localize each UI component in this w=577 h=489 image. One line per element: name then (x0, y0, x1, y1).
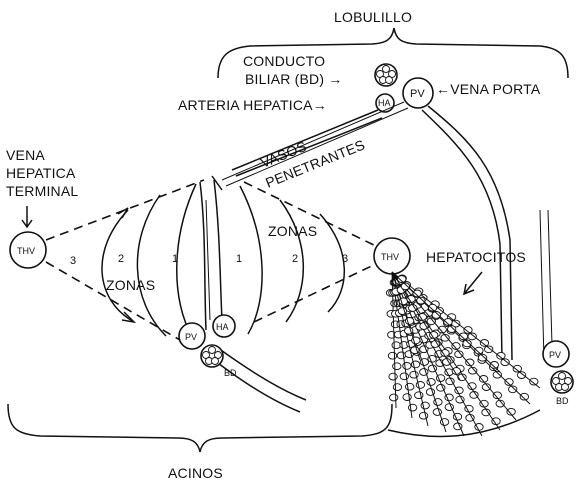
zonas-left-label: ZONAS (106, 277, 155, 293)
zone-left-3: 3 (70, 255, 76, 267)
zone-right-1: 1 (236, 253, 242, 265)
bd-bottom-right-label: BD (556, 396, 569, 406)
plate-base-line (388, 410, 540, 437)
hepatocyte-cell (389, 373, 397, 380)
portal-vein-top: PV (403, 78, 433, 108)
hepatocyte-cell (468, 333, 476, 340)
hepatocyte-cell (403, 394, 411, 401)
bile-duct-middle (201, 345, 223, 367)
svg-text:THV: THV (381, 252, 399, 262)
hepatocyte-cell (400, 373, 408, 380)
acinos-label: ACINOS (168, 465, 223, 481)
hepatocyte-cell (497, 352, 505, 359)
vena-hepatica-line1: VENA (6, 147, 45, 163)
hepatocyte-cell (403, 363, 411, 370)
left-zone-arc-inner (177, 184, 196, 336)
conducto-label-line2: BILIAR (BD) → (245, 71, 343, 87)
zone-left-1: 1 (172, 253, 178, 265)
hepatocyte-cell (390, 394, 398, 401)
bile-duct-bottom-right (551, 371, 573, 393)
vena-hepatica-line3: TERMINAL (6, 183, 78, 199)
hepatocitos-label: HEPATOCITOS (426, 249, 526, 265)
hepatocyte-cell (388, 352, 396, 359)
hepatocyte-cell (393, 384, 401, 391)
zone-left-2: 2 (118, 253, 124, 265)
hepatocyte-cell (501, 359, 509, 366)
vessels-right-descending (422, 106, 552, 360)
vena-hepatica-line2: HEPATICA (6, 165, 76, 181)
acinos-brace (8, 404, 392, 452)
hepatocitos-arrow (464, 272, 482, 294)
portal-vein-bottom-right: PV (543, 341, 569, 367)
zone-right-3: 3 (342, 253, 348, 265)
arteria-label: ARTERIA HEPATICA→ (178, 97, 327, 113)
svg-text:PV: PV (410, 88, 425, 100)
svg-text:HA: HA (216, 322, 229, 332)
svg-text:PV: PV (549, 350, 561, 360)
hepatocyte-cell (397, 352, 405, 359)
right-acinus-outline (244, 182, 380, 322)
svg-text:PV: PV (185, 332, 197, 342)
hepatocyte-cell (517, 372, 525, 379)
conducto-label-line1: CONDUCTO (243, 53, 325, 69)
hepatic-artery-top: HA (376, 94, 394, 112)
hepatocyte-cell (530, 378, 538, 385)
hepatocyte-cell (513, 365, 521, 372)
bd-middle-label: BD (224, 368, 237, 378)
vena-porta-label: ←VENA PORTA (436, 81, 541, 97)
svg-text:THV: THV (17, 246, 35, 256)
terminal-hepatic-vein-right: THV (374, 238, 410, 274)
zonas-right-label: ZONAS (268, 223, 317, 239)
penetrating-vessels (212, 102, 408, 190)
hepatocyte-cell (464, 327, 472, 334)
zone-right-2: 2 (292, 253, 298, 265)
hepatocyte-plates (386, 272, 540, 437)
hepatocyte-cell (485, 346, 493, 353)
hepatocyte-cell (406, 383, 414, 390)
lobulillo-label: LOBULILLO (334, 9, 412, 25)
hepatocyte-cell (480, 340, 488, 347)
left-zone-arc-mid (137, 195, 166, 336)
left-arrow-bottom (122, 312, 134, 322)
hepatocyte-cell (408, 404, 416, 411)
hepatocyte-cell (392, 342, 400, 349)
left-arrow-top (118, 208, 128, 218)
hepatic-artery-middle: HA (213, 315, 235, 337)
down-arrow (22, 206, 32, 227)
hepatocyte-cell (393, 363, 401, 370)
portal-vein-middle: PV (179, 323, 205, 349)
right-zone-arc-inner (240, 186, 262, 334)
left-zone-arc-outer (102, 210, 134, 322)
bile-duct-top (375, 64, 397, 86)
svg-text:HA: HA (378, 98, 391, 108)
terminal-hepatic-vein-left: THV (10, 232, 46, 268)
